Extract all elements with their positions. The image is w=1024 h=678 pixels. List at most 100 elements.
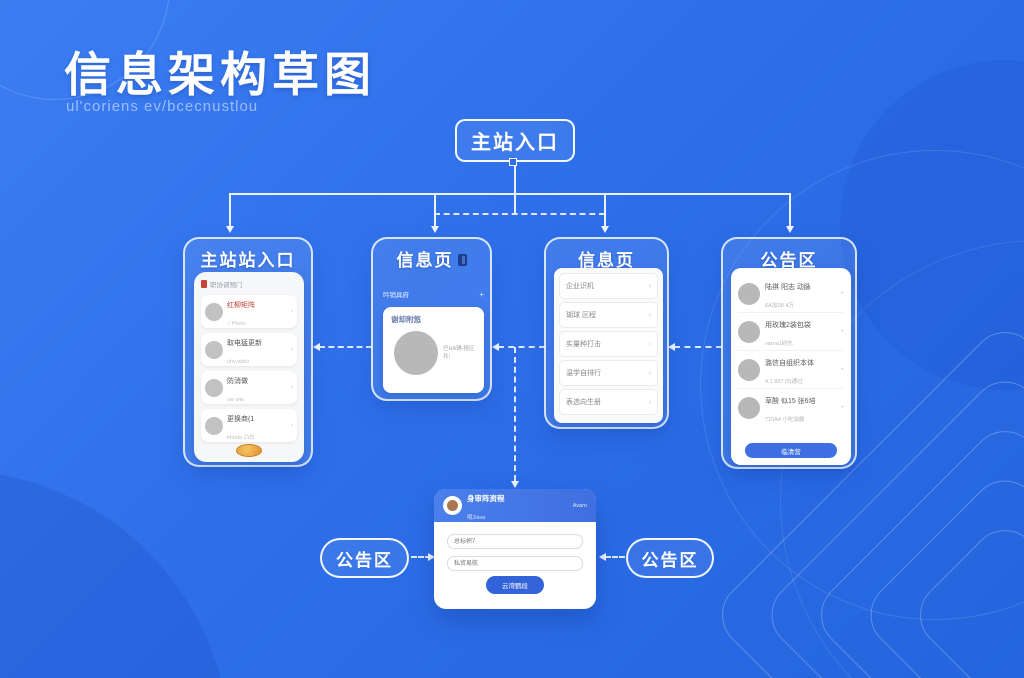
form-header: 身审阵资程 哦Jiava Avaro xyxy=(434,489,596,522)
chevron-right-icon: › xyxy=(648,282,651,290)
card-main-entry: 主站站入口 职协调预门 红柳矩阵 √ Phelu › 取电猛更新 uhv wbh… xyxy=(183,237,313,467)
decor-circle-bottom-left xyxy=(0,470,230,678)
dashed-arrow-card2-to-card1 xyxy=(319,346,372,348)
announcement-subtitle: 6A加1B 4万 xyxy=(765,302,795,309)
form-subtitle: 哦Jiava xyxy=(467,514,486,521)
form-input-2[interactable] xyxy=(447,556,583,571)
avatar xyxy=(205,302,223,321)
list-item-subtitle: uw wte xyxy=(227,396,245,403)
phone-mockup: 职协调预门 红柳矩阵 √ Phelu › 取电猛更新 uhv wbhr › 防消… xyxy=(194,272,304,462)
list-item-title: 更换商(1 xyxy=(227,415,255,423)
announcement-title: 草酸 似15 张6培 xyxy=(765,398,816,405)
chevron-right-icon: › xyxy=(290,308,293,315)
card-announcements-title: 公告区 xyxy=(760,251,818,270)
arrowhead-down-2 xyxy=(431,226,439,233)
page-subtitle: ul'coriens ev/bcecnustlou xyxy=(66,98,259,115)
avatar xyxy=(205,340,223,359)
list-item-title: 防消做 xyxy=(227,377,248,385)
announcement-subtitle: varna1研先 xyxy=(765,340,793,347)
arrowhead-down-1 xyxy=(226,226,234,233)
feature-panel-title: 谢却附悠 xyxy=(391,315,421,324)
arrowhead-left-card3 xyxy=(668,343,675,351)
list-item[interactable]: 取电猛更新 uhv wbhr › xyxy=(201,333,297,366)
feature-panel[interactable]: 谢却附悠 巴HA辅-报区共! xyxy=(383,307,484,393)
dashed-arrow-leftpill-to-form xyxy=(411,556,431,558)
arrowhead-down-4 xyxy=(786,226,794,233)
connector-drop-3 xyxy=(604,193,606,226)
connector-drop-2 xyxy=(434,193,436,226)
arrowhead-left-card1 xyxy=(313,343,320,351)
avatar xyxy=(205,416,223,435)
form-submit-button[interactable]: 云湾鹦段 xyxy=(486,576,544,594)
connector-middle-dashed xyxy=(434,213,605,215)
card-info-feature-title: 信息页 xyxy=(396,251,454,270)
dashed-line-center-to-form xyxy=(514,347,516,481)
avatar xyxy=(738,397,760,419)
chevron-right-icon: › xyxy=(290,384,293,391)
chevron-right-icon: › xyxy=(290,346,293,353)
plus-icon: + xyxy=(840,328,844,335)
chevron-right-icon: › xyxy=(648,369,651,377)
chevron-right-icon: › xyxy=(648,398,651,406)
menu-row[interactable]: 瑚球 区程 › xyxy=(559,302,658,328)
card-main-entry-title: 主站站入口 xyxy=(200,251,296,270)
plus-icon: + xyxy=(840,405,844,411)
form-corner-label: Avaro xyxy=(572,502,587,509)
menu-row-label: 温学自排行 xyxy=(566,370,601,377)
announcement-item[interactable]: 草酸 似15 张6培 715A4 小吃油酱 + xyxy=(738,389,844,427)
list-item-subtitle: khnda 凸白 xyxy=(227,434,255,441)
menu-row-label: 瑚球 区程 xyxy=(566,312,596,319)
avatar xyxy=(205,378,223,397)
avatar xyxy=(738,358,760,381)
card-announcements: 公告区 陆祺 阳志 动脉 6A加1B 4万 + 用玫瑰2装包袋 varna1研先… xyxy=(721,237,857,469)
pill-announcement-left: 公告区 xyxy=(320,538,409,578)
connector-branch-horizontal xyxy=(229,193,791,195)
announcement-subtitle: 4.1 837 (5)通过 xyxy=(765,378,803,385)
announcement-title: 潞信自组织本体 xyxy=(765,359,814,367)
menu-row-label: 实量种打击 xyxy=(566,341,601,348)
list-item-title: 取电猛更新 xyxy=(227,339,262,347)
form-card: 身审阵资程 哦Jiava Avaro 云湾鹦段 xyxy=(434,489,596,609)
menu-row-label: 表选向生册 xyxy=(566,399,601,406)
card-info-page-feature: 信息页 吟销具府 + 谢却附悠 巴HA辅-报区共! xyxy=(371,237,492,401)
phone-header: 职协调预门 xyxy=(201,278,297,290)
feature-image-placeholder xyxy=(394,331,438,375)
menu-row[interactable]: 实量种打击 › xyxy=(559,331,658,357)
announcement-more-button[interactable]: 临清营 xyxy=(745,443,837,458)
connector-drop-1 xyxy=(229,193,231,226)
root-node-main-entry: 主站入口 xyxy=(455,119,575,162)
announcement-title: 用玫瑰2装包袋 xyxy=(765,321,811,329)
menu-row[interactable]: 企业识机 › xyxy=(559,273,658,299)
plus-icon: + xyxy=(479,289,484,299)
list-item[interactable]: 更换商(1 khnda 凸白 › xyxy=(201,409,297,442)
dashed-arrow-card4-to-card3 xyxy=(674,346,722,348)
menu-row-label: 企业识机 xyxy=(566,283,594,290)
feature-panel-note: 巴HA辅-报区共! xyxy=(443,346,475,361)
pill-announcement-right: 公告区 xyxy=(626,538,714,578)
dashed-arrow-card3-to-card2 xyxy=(498,346,545,348)
list-item[interactable]: 防消做 uw wte › xyxy=(201,371,297,404)
menu-row[interactable]: 温学自排行 › xyxy=(559,360,658,386)
page-title: 信息架构草图 xyxy=(64,48,376,101)
announcement-subtitle: 715A4 小吃油酱 xyxy=(765,417,805,423)
announcement-item[interactable]: 陆祺 阳志 动脉 6A加1B 4万 + xyxy=(738,275,844,313)
list-item[interactable]: 红柳矩阵 √ Phelu › xyxy=(201,295,297,328)
form-input-1[interactable] xyxy=(447,534,583,549)
arrowhead-left-card2 xyxy=(492,343,499,351)
avatar xyxy=(738,320,760,343)
connector-drop-4 xyxy=(789,193,791,226)
announcement-item[interactable]: 潞信自组织本体 4.1 837 (5)通过 + xyxy=(738,351,844,389)
arrowhead-down-form xyxy=(511,481,519,488)
phone-header-text: 职协调预门 xyxy=(210,282,243,289)
chevron-right-icon: › xyxy=(648,340,651,348)
chevron-right-icon: › xyxy=(290,422,293,429)
announcement-item[interactable]: 用玫瑰2装包袋 varna1研先 + xyxy=(738,313,844,351)
mascot-icon xyxy=(236,444,262,457)
plus-icon: + xyxy=(840,290,844,297)
arrowhead-right-form-left xyxy=(428,553,435,561)
plus-icon: + xyxy=(840,366,844,373)
avatar xyxy=(738,282,760,305)
menu-row[interactable]: 表选向生册 › xyxy=(559,389,658,415)
chevron-right-icon: › xyxy=(648,311,651,319)
